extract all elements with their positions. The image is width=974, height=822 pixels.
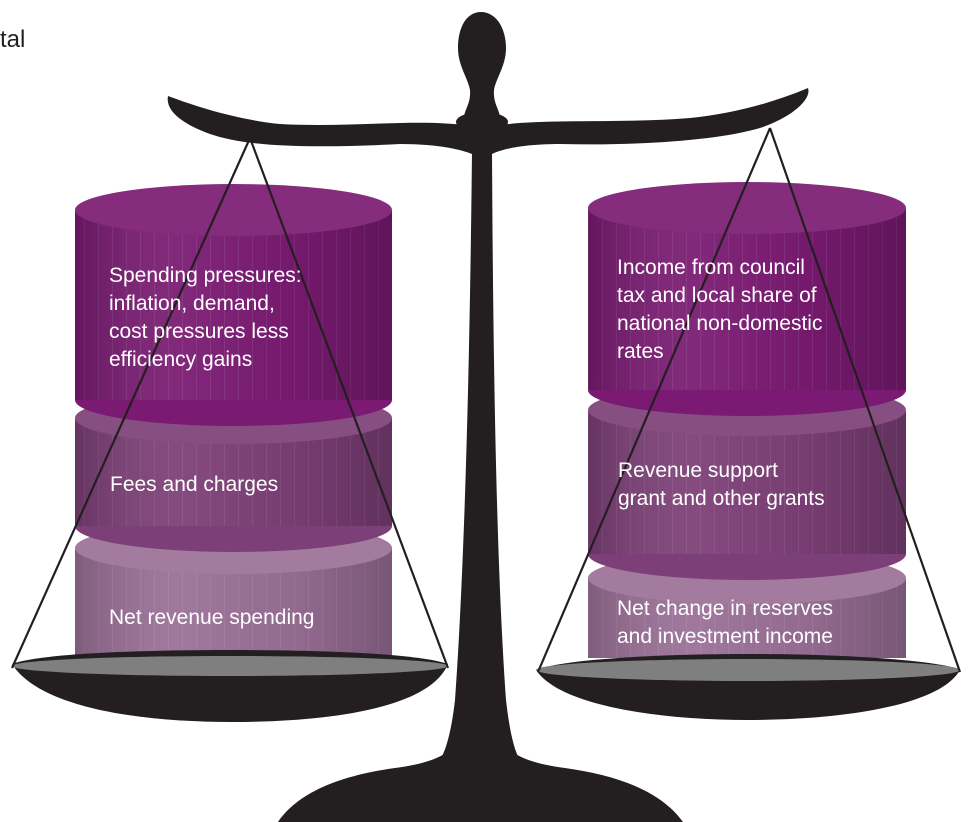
right-bottom-label-line: Net change in reserves bbox=[617, 597, 833, 620]
beam-bar bbox=[167, 88, 809, 154]
left-top-label-line: efficiency gains bbox=[109, 348, 253, 371]
left-top-label-line: Spending pressures: bbox=[109, 264, 302, 287]
left-pan-cords bbox=[10, 137, 450, 669]
right-middle-label: Revenue support grant and other grants bbox=[618, 457, 825, 513]
left-middle-label-line: Fees and charges bbox=[110, 473, 279, 496]
right-middle-block bbox=[588, 384, 906, 580]
scale-base bbox=[278, 750, 683, 822]
corner-fragment-text: tal bbox=[0, 26, 26, 53]
right-middle-label-line: Revenue support bbox=[618, 459, 778, 482]
right-top-block bbox=[588, 182, 906, 416]
right-top-label-line: national non-domestic bbox=[617, 312, 823, 335]
right-pan bbox=[536, 127, 962, 720]
scale-column bbox=[440, 150, 520, 760]
left-middle-block bbox=[75, 392, 392, 552]
right-middle-label-line: grant and other grants bbox=[618, 487, 825, 510]
right-pan-rim bbox=[536, 659, 960, 681]
left-bottom-label: Net revenue spending bbox=[109, 604, 314, 632]
left-bottom-label-line: Net revenue spending bbox=[109, 606, 315, 629]
right-top-label-line: Income from council bbox=[617, 256, 805, 279]
left-middle-label: Fees and charges bbox=[110, 471, 278, 499]
scale-stand bbox=[278, 150, 683, 822]
right-top-label-line: rates bbox=[617, 340, 664, 363]
beam-finial bbox=[458, 12, 506, 118]
left-pan-rim bbox=[12, 656, 448, 676]
right-top-label: Income from council tax and local share … bbox=[617, 254, 822, 366]
left-top-label-line: cost pressures less bbox=[109, 320, 289, 343]
right-pan-cords bbox=[536, 127, 962, 673]
right-top-label-line: tax and local share of bbox=[617, 284, 817, 307]
right-bottom-label-line: and investment income bbox=[617, 625, 833, 648]
left-top-label-line: inflation, demand, bbox=[109, 292, 275, 315]
left-top-block bbox=[75, 184, 392, 426]
right-bottom-label: Net change in reserves and investment in… bbox=[617, 595, 833, 651]
left-top-label: Spending pressures: inflation, demand, c… bbox=[109, 262, 302, 374]
scale-beam bbox=[167, 12, 809, 154]
beam-pivot bbox=[456, 112, 508, 132]
left-pan bbox=[10, 137, 450, 722]
